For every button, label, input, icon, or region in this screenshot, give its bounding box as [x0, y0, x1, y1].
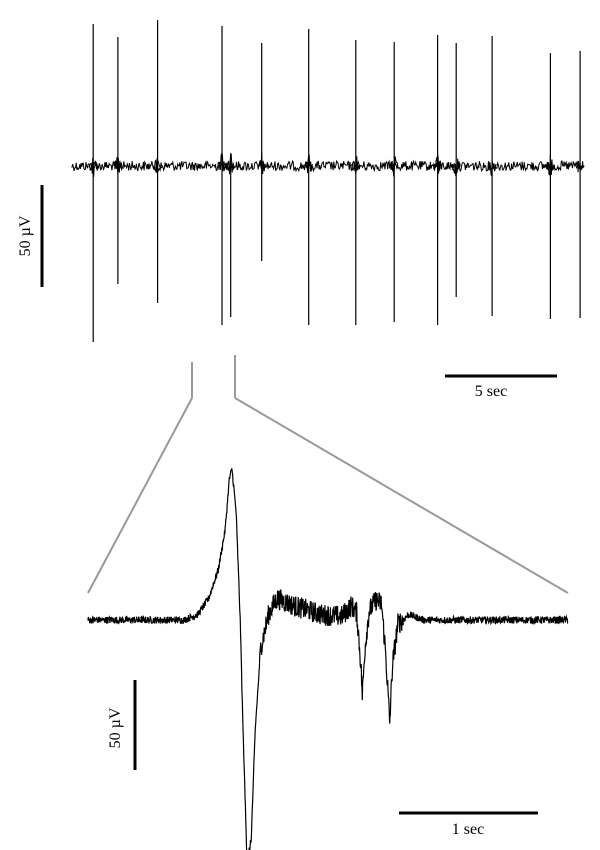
overview-spike — [217, 26, 227, 325]
zoom-line-left — [87, 397, 193, 594]
overview-spike — [153, 20, 163, 303]
overview-spike — [88, 24, 98, 342]
overview-spike — [304, 29, 314, 325]
overview-spike — [575, 51, 585, 318]
zoom-indicator — [87, 355, 569, 594]
zoom-waveform-trace — [87, 468, 569, 850]
overview-spikes — [88, 20, 585, 342]
overview-spike — [451, 43, 461, 297]
bottom-amplitude-scale-label: 50 µV — [107, 707, 124, 748]
zoom-panel: 50 µV 1 sec — [87, 468, 569, 850]
overview-panel: 50 µV 5 sec — [17, 20, 585, 400]
overview-spike — [487, 36, 497, 316]
top-time-scale-label: 5 sec — [475, 383, 507, 400]
overview-baseline-noise — [71, 159, 580, 173]
overview-spike — [389, 42, 399, 322]
overview-spike — [226, 152, 236, 317]
zoom-line-right — [234, 397, 569, 594]
overview-spike — [433, 35, 443, 325]
overview-spike — [351, 40, 361, 325]
overview-spike — [257, 43, 267, 261]
bottom-time-scale-label: 1 sec — [452, 821, 484, 838]
top-amplitude-scale-label: 50 µV — [17, 215, 34, 256]
overview-spike — [113, 37, 123, 284]
overview-spike — [545, 53, 555, 319]
overview-noise-trace — [71, 159, 580, 173]
